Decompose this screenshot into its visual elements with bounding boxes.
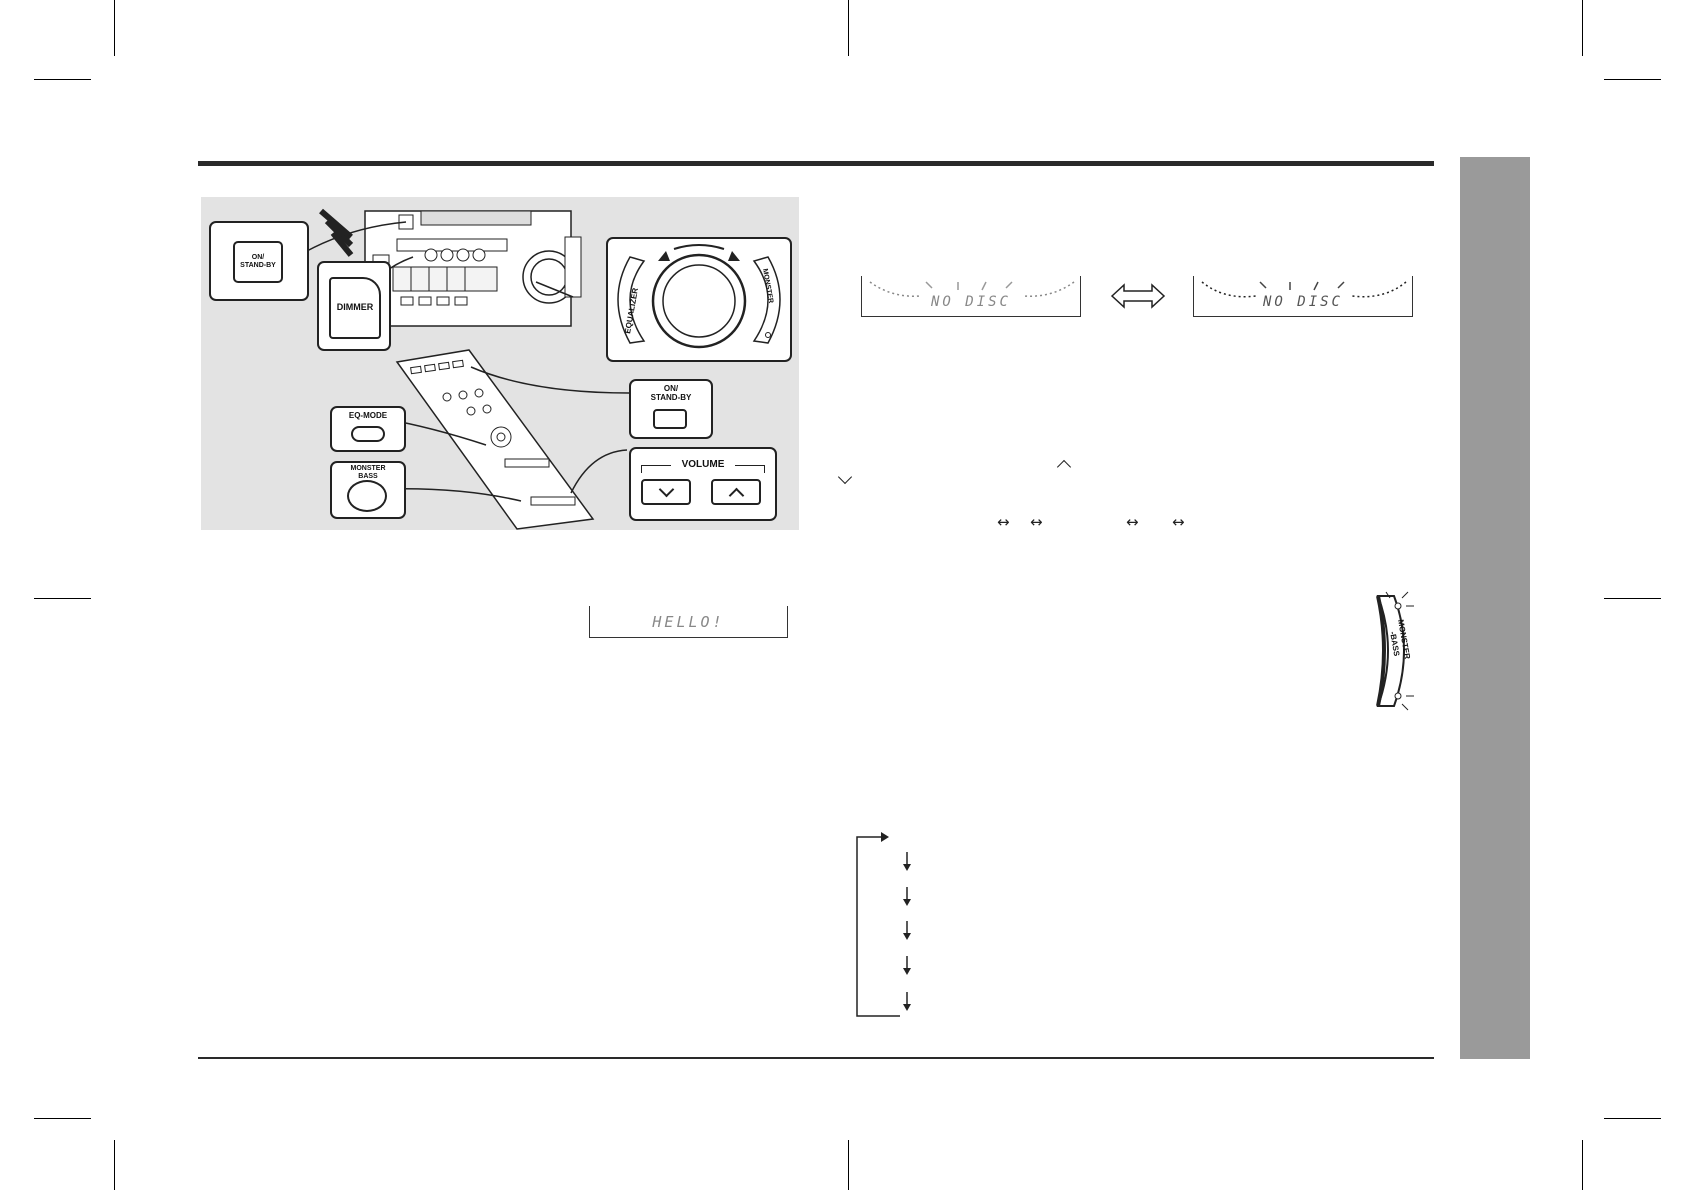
eq-mode-button[interactable] — [351, 426, 385, 442]
crop-mark — [34, 598, 91, 599]
cycle-diagram — [855, 830, 915, 1020]
hello-display: HELLO! — [589, 606, 788, 638]
volume-up-button[interactable] — [711, 479, 761, 505]
controls-illustration: ON/ STAND-BY DIMMER EQUALIZER MONSTER ON… — [201, 197, 799, 530]
volume-down-button[interactable] — [641, 479, 691, 505]
monster-bass-button[interactable] — [347, 480, 387, 512]
crop-mark — [848, 0, 849, 56]
spectrum-segments — [1201, 281, 1407, 298]
section-side-tab — [1460, 157, 1530, 1059]
crop-mark — [1582, 1140, 1583, 1190]
dimmer-button[interactable]: DIMMER — [329, 277, 381, 339]
knob-callout: EQUALIZER MONSTER — [606, 237, 792, 362]
chevron-up-icon — [1056, 459, 1072, 475]
no-disc-text-right: NO DISC — [1262, 294, 1343, 310]
remote-on-standby-button[interactable] — [653, 409, 687, 429]
header-rule — [198, 161, 1434, 166]
monster-bass-indicator: MONSTER -BASS — [1368, 590, 1428, 712]
no-disc-display-right: NO DISC — [1193, 276, 1413, 317]
monster-bass-indicator-label-2: -BASS — [1388, 631, 1401, 658]
crop-mark — [1604, 598, 1661, 599]
remote-on-standby-label: ON/ STAND-BY — [650, 384, 692, 402]
eq-mode-label: EQ-MODE — [348, 411, 388, 420]
left-right-arrow-icon: ↔ — [1126, 513, 1139, 531]
no-disc-display-left: NO DISC — [861, 276, 1081, 317]
crop-mark — [114, 0, 115, 56]
crop-mark — [1582, 0, 1583, 56]
double-arrow-icon — [1110, 283, 1166, 309]
no-disc-text-left: NO DISC — [930, 294, 1011, 310]
crop-mark — [1604, 1118, 1661, 1119]
spectrum-segments — [869, 281, 1075, 297]
crop-mark — [848, 1140, 849, 1190]
crop-mark — [1604, 79, 1661, 80]
hello-display-text: HELLO! — [652, 613, 725, 631]
left-right-arrow-icon: ↔ — [1030, 513, 1043, 531]
chevron-down-icon — [837, 469, 853, 485]
monster-bass-label: MONSTER BASS — [350, 465, 386, 480]
crop-mark — [114, 1140, 115, 1190]
crop-mark — [34, 1118, 91, 1119]
left-right-arrow-icon: ↔ — [997, 513, 1010, 531]
chevron-up-icon — [728, 487, 744, 503]
left-right-arrow-icon: ↔ — [1172, 513, 1185, 531]
unit-on-standby-button[interactable]: ON/ STAND-BY — [233, 241, 283, 283]
volume-label: VOLUME — [671, 459, 735, 470]
unit-and-remote-drawing — [304, 208, 630, 530]
crop-mark — [34, 79, 91, 80]
equalizer-monster-bass-knob[interactable]: EQUALIZER MONSTER — [608, 239, 790, 360]
chevron-down-icon — [658, 481, 674, 497]
footer-rule — [198, 1057, 1434, 1059]
